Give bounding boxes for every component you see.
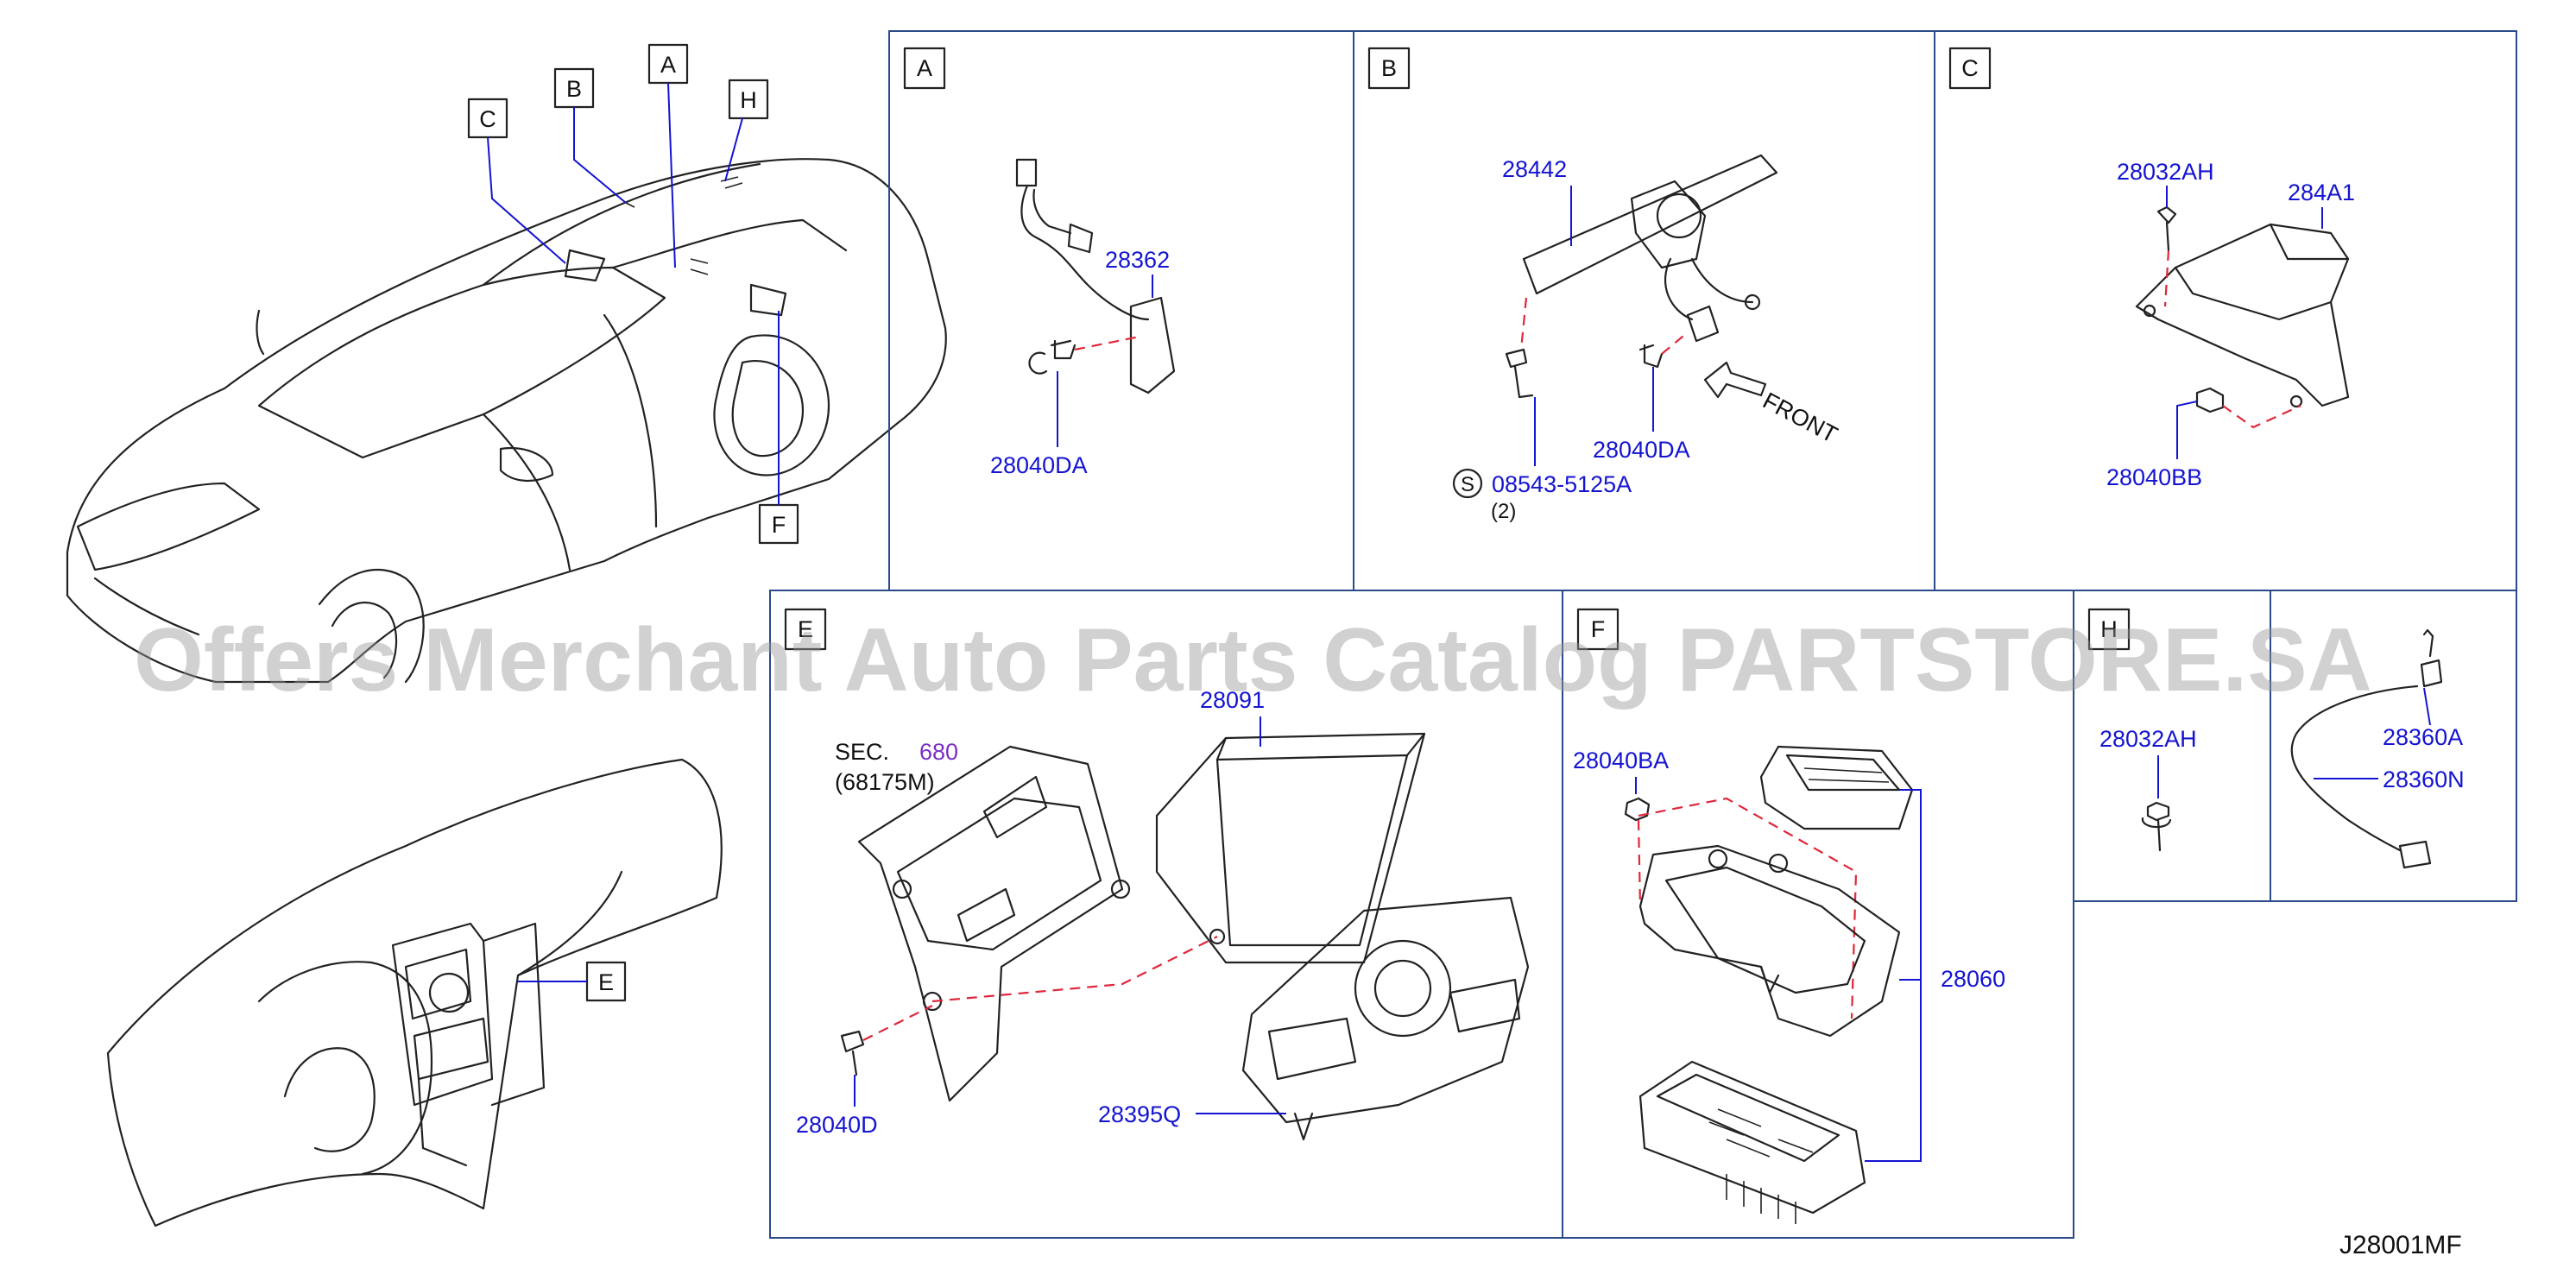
sec-prefix: SEC.: [835, 739, 889, 765]
callout-h-label: B: [566, 76, 582, 102]
part-08543-5125a-quantity: (2): [1491, 500, 1516, 523]
section-b-tag: [1367, 47, 1411, 90]
section-f: F 28040BA 28060: [1573, 608, 2005, 1224]
section-c-label: C: [1961, 55, 1979, 81]
section-b-label: B: [1381, 55, 1397, 81]
section-h-label: H: [2100, 616, 2118, 642]
part-284a1-label: 284A1: [2288, 180, 2355, 205]
callout-c-label: C: [479, 106, 496, 132]
part-28060-label: 28060: [1941, 966, 2005, 992]
part-28360n-label: 28360N: [2383, 767, 2465, 792]
section-c-tag: [1948, 47, 1992, 90]
watermark: Offers Merchant Auto Parts Catalog PARTS…: [134, 610, 2372, 710]
section-h: H 28032AH 28360A 28360N: [2087, 608, 2465, 869]
callout-f-label: F: [772, 512, 786, 538]
section-e: E SEC. 680 (68175M) 28091 28395Q 28040D: [784, 608, 1530, 1141]
part-28040ba-label: 28040BA: [1573, 748, 1669, 773]
callout-e-label: E: [598, 969, 614, 995]
callout-b-label: H: [740, 87, 757, 113]
sec-680-link[interactable]: 680: [919, 739, 958, 765]
sec-ref-68175m: (68175M): [835, 769, 935, 795]
section-h-tag: [2087, 608, 2131, 651]
section-a: A 28362 28040DA: [903, 47, 1176, 478]
part-28442-label: 28442: [1502, 156, 1567, 182]
dashboard-illustration: E: [106, 758, 723, 1227]
callout-b: [728, 79, 769, 120]
service-symbol: [1452, 468, 1483, 499]
service-symbol-label: S: [1461, 473, 1474, 496]
section-f-tag: [1576, 608, 1619, 651]
part-28362-label: 28362: [1105, 247, 1170, 273]
part-28091-label: 28091: [1200, 687, 1265, 713]
section-b: B FRONT 28442 28040DA S 08543-5125A (2): [1367, 47, 1841, 523]
car-illustration: A H C B F: [66, 43, 947, 684]
section-a-tag: [903, 47, 946, 90]
part-28395q-label: 28395Q: [1098, 1101, 1181, 1127]
part-28360a-label: 28360A: [2383, 724, 2463, 750]
section-c: C 28032AH 284A1 28040BB: [1948, 47, 2355, 490]
part-28040da-a-label: 28040DA: [990, 452, 1088, 478]
section-f-label: F: [1591, 616, 1606, 642]
part-28032ah-h-label: 28032AH: [2099, 726, 2197, 752]
section-a-label: A: [917, 55, 932, 81]
section-e-label: E: [798, 616, 813, 642]
part-28040da-b-label: 28040DA: [1593, 437, 1690, 463]
part-08543-5125a-label: 08543-5125A: [1492, 471, 1632, 497]
diagram-code: J28001MF: [2339, 1231, 2462, 1259]
section-frames: [769, 30, 2517, 1239]
part-28040bb-label: 28040BB: [2106, 464, 2202, 490]
front-direction-label: FRONT: [1758, 388, 1841, 448]
part-28032ah-c-label: 28032AH: [2117, 159, 2214, 185]
callout-a-label: A: [660, 52, 676, 78]
section-e-tag: [784, 608, 827, 651]
part-28040d-label: 28040D: [796, 1112, 878, 1138]
